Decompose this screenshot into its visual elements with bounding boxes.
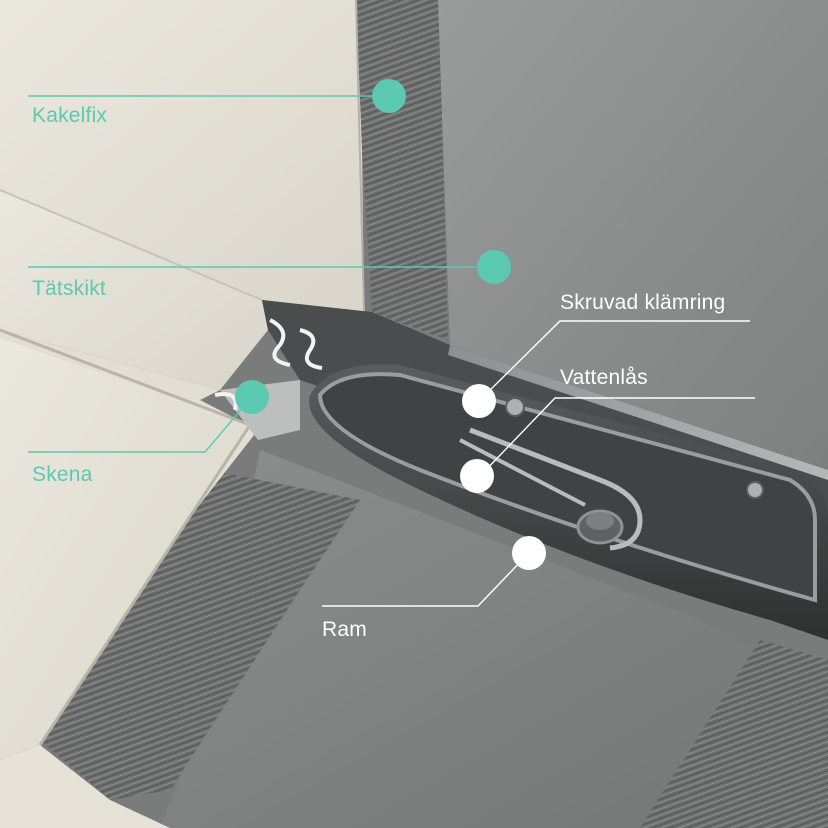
kakelfix-label: Kakelfix bbox=[32, 104, 108, 127]
wall-tile bbox=[0, 0, 364, 312]
skruvad-klamring-label: Skruvad klämring bbox=[560, 291, 726, 314]
floor-mortar-left bbox=[40, 470, 360, 800]
skena-label: Skena bbox=[32, 463, 93, 486]
ram-label: Ram bbox=[322, 618, 367, 641]
skena-marker bbox=[235, 380, 269, 414]
trap-wire bbox=[469, 427, 643, 551]
floor-tile-lower bbox=[0, 338, 250, 760]
ring-screw bbox=[746, 481, 764, 499]
tatskikt-marker bbox=[477, 250, 511, 284]
vattenlas-label: Vattenlås bbox=[560, 366, 648, 389]
tatskikt-label: Tätskikt bbox=[32, 277, 106, 300]
ram-marker bbox=[512, 536, 546, 570]
floor-tile-upper bbox=[0, 190, 268, 390]
vattenlas-marker bbox=[460, 459, 494, 493]
floor-tile-corner bbox=[0, 745, 170, 828]
leader-lines bbox=[28, 95, 755, 607]
drain-frame bbox=[317, 372, 817, 603]
kakelfix-marker bbox=[372, 79, 406, 113]
floor-mortar-right bbox=[640, 640, 828, 828]
ring-screw bbox=[505, 397, 525, 417]
wall-membrane bbox=[438, 0, 828, 470]
skruvad-klamring-marker bbox=[462, 384, 496, 418]
